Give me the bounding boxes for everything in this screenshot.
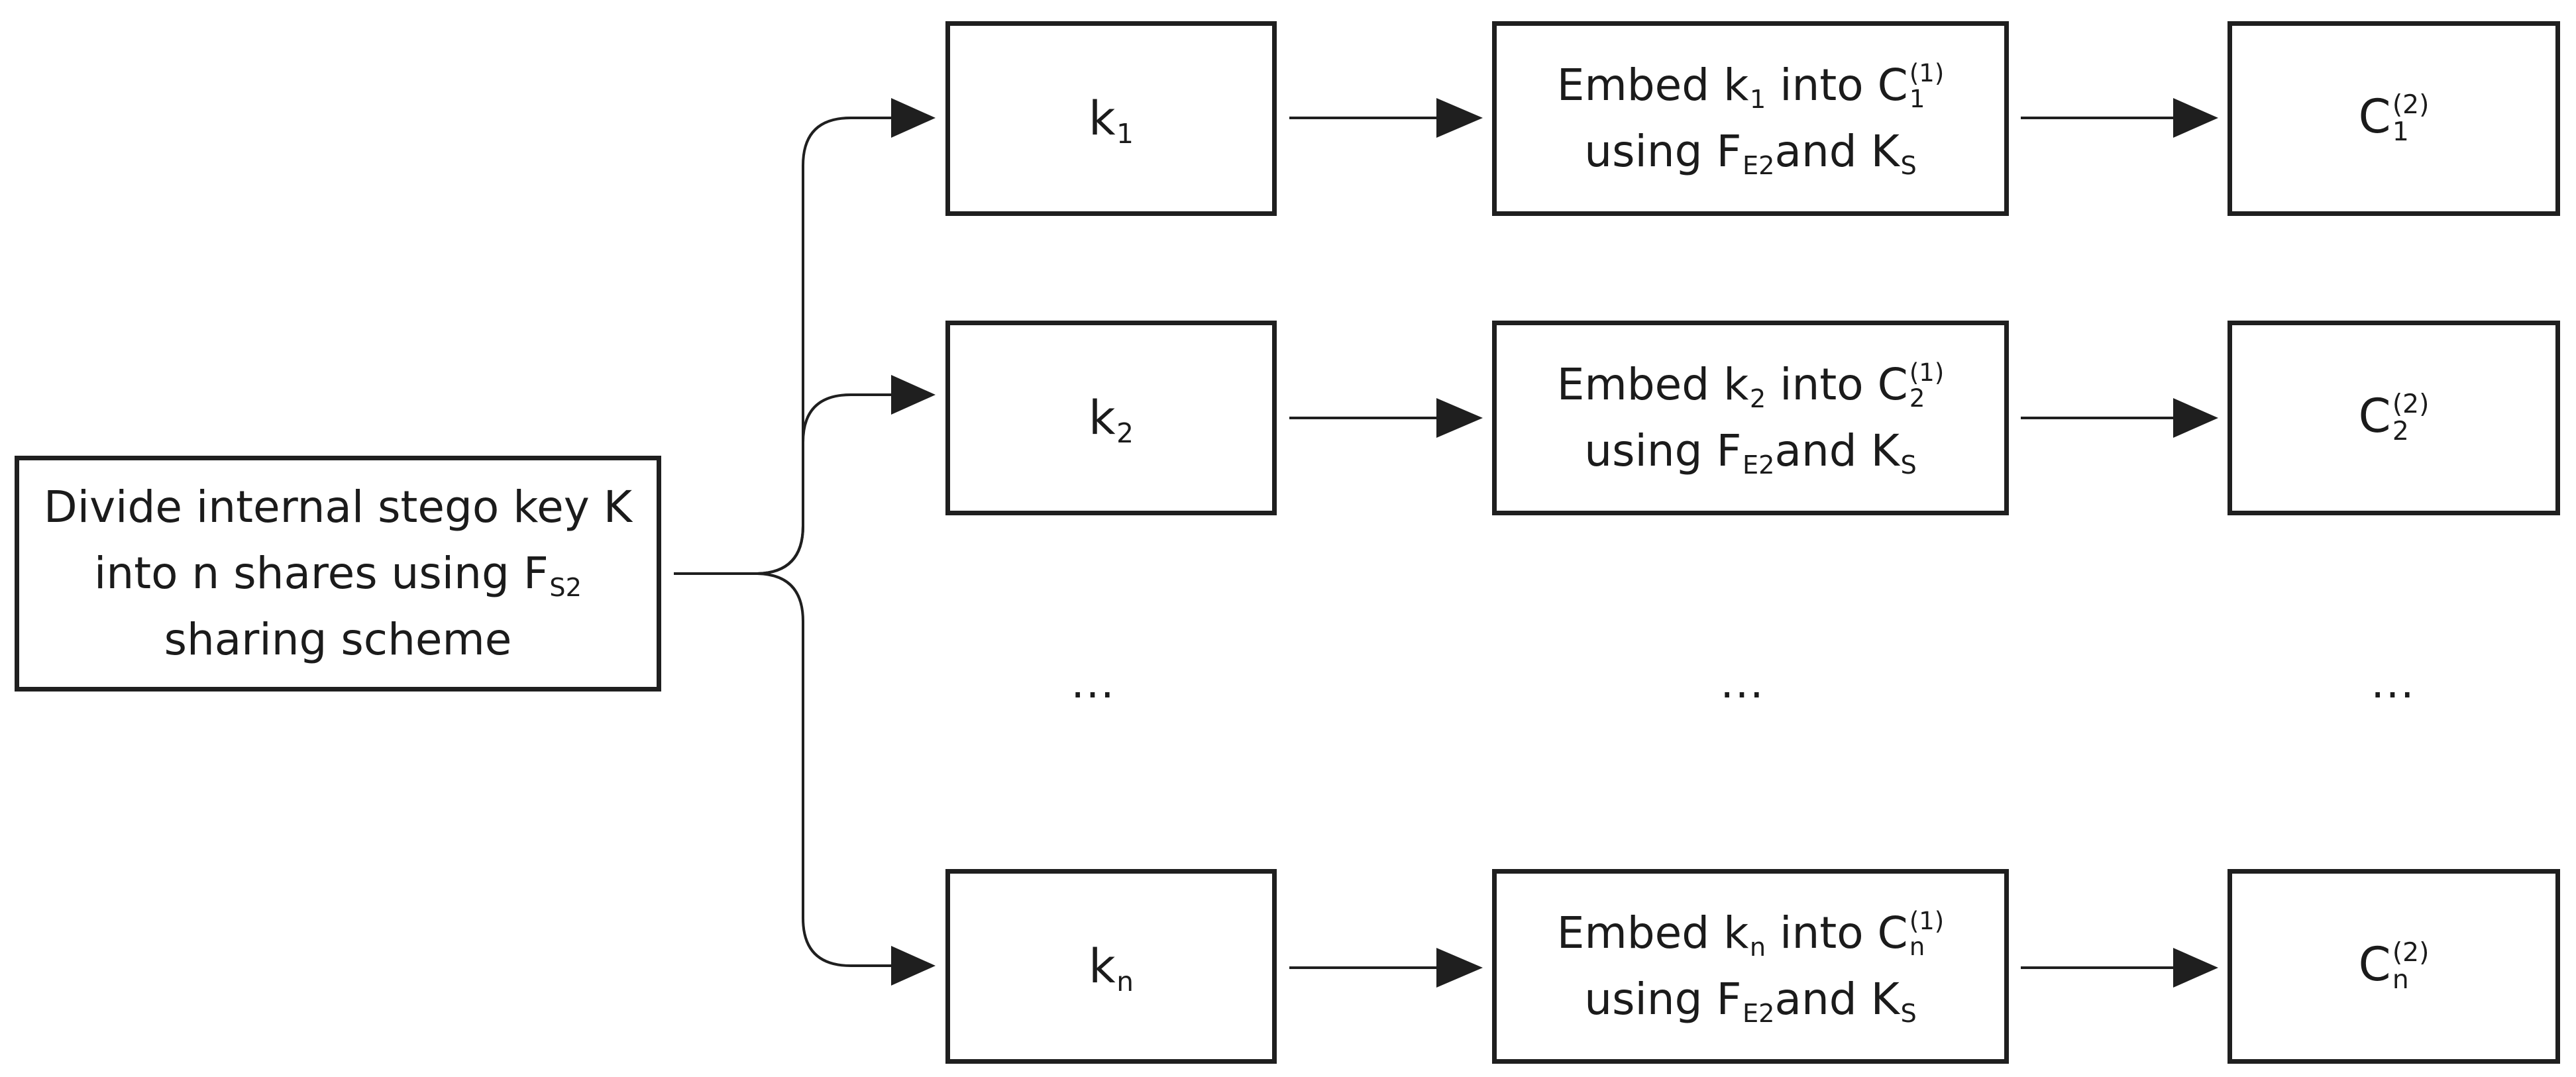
share-kn-base: k	[1089, 939, 1116, 994]
arrowhead-to-embedn	[1436, 948, 1483, 988]
embed-n-line-2: using FE2and KS	[1557, 966, 1944, 1033]
embed-1-prefix: Embed k	[1556, 60, 1749, 111]
output-n-scripts: (2)n	[2392, 939, 2430, 994]
embed-1-mid: into C	[1766, 60, 1908, 111]
embed-n-c-superscript: (1)	[1909, 907, 1945, 936]
embed-2-f-subscript: E2	[1742, 450, 1775, 481]
branch-connector-n	[755, 572, 894, 967]
arrowhead-to-outn	[2173, 948, 2218, 988]
embed-box-1: Embed k1 into C(1)1 using FE2and KS	[1492, 21, 2009, 216]
embed-1-ks-subscript: S	[1900, 151, 1917, 181]
embed-text-1: Embed k1 into C(1)1 using FE2and KS	[1557, 52, 1945, 185]
embed-2-c-superscript: (1)	[1909, 358, 1945, 387]
embed-n-line-1: Embed kn into C(1)n	[1557, 900, 1944, 966]
divide-key-line-2-prefix: into n shares using F	[94, 548, 549, 599]
embed-1-k-subscript: 1	[1749, 85, 1766, 115]
output-2-scripts: (2)2	[2392, 391, 2430, 445]
embed-1-c-superscript: (1)	[1909, 59, 1945, 88]
arrowhead-to-embed2	[1436, 398, 1483, 438]
share-kn-subscript: n	[1116, 965, 1134, 998]
embed-n-c-subscript: n	[1909, 933, 1925, 962]
embed-n-using-mid: and K	[1774, 974, 1900, 1025]
branch-connector-2	[755, 393, 894, 575]
output-n-base: C	[2358, 937, 2391, 992]
share-k1-base: k	[1089, 91, 1116, 146]
embed-n-using-prefix: using F	[1584, 974, 1742, 1025]
output-1-superscript: (2)	[2392, 90, 2430, 121]
ellipsis-shares: ...	[1071, 659, 1116, 708]
arrowhead-to-embed1	[1436, 98, 1483, 138]
embed-n-mid: into C	[1766, 907, 1908, 958]
embed-box-n: Embed kn into C(1)n using FE2and KS	[1492, 869, 2009, 1064]
embed-2-using-mid: and K	[1774, 425, 1900, 476]
divide-key-line-1: Divide internal stego key K	[43, 482, 633, 533]
embed-1-c-scripts: (1)1	[1909, 59, 1945, 114]
embed-1-using-mid: and K	[1774, 126, 1900, 177]
output-1-base: C	[2358, 89, 2391, 144]
embed-n-f-subscript: E2	[1742, 999, 1775, 1029]
output-label-n: C(2)n	[2359, 937, 2430, 995]
embed-2-c-subscript: 2	[1909, 384, 1925, 413]
embed-1-c-subscript: 1	[1909, 85, 1925, 114]
share-label-k1: k1	[1089, 91, 1134, 147]
share-k2-base: k	[1089, 391, 1116, 445]
divide-key-text: Divide internal stego key K into n share…	[44, 474, 632, 673]
share-k1-subscript: 1	[1116, 117, 1134, 150]
output-2-base: C	[2358, 389, 2391, 444]
divide-key-box: Divide internal stego key K into n share…	[15, 456, 661, 692]
fs2-subscript: S2	[549, 573, 582, 603]
embed-1-using-prefix: using F	[1584, 126, 1742, 177]
embed-n-k-subscript: n	[1749, 933, 1766, 963]
share-box-k1: k1	[945, 21, 1277, 216]
embed-2-k-subscript: 2	[1749, 384, 1766, 415]
divide-key-line-2: into n shares using FS2	[44, 540, 632, 607]
embed-box-2: Embed k2 into C(1)2 using FE2and KS	[1492, 321, 2009, 515]
arrowhead-to-out2	[2173, 398, 2218, 438]
embed-1-f-subscript: E2	[1742, 151, 1775, 181]
arrowhead-to-sharen	[891, 946, 936, 986]
output-box-n: C(2)n	[2227, 869, 2560, 1064]
embed-2-prefix: Embed k	[1556, 359, 1749, 410]
embed-2-using-prefix: using F	[1584, 425, 1742, 476]
ellipsis-outputs: ...	[2371, 659, 2416, 708]
output-box-2: C(2)2	[2227, 321, 2560, 515]
embed-n-ks-subscript: S	[1900, 999, 1917, 1029]
ellipsis-embeds: ...	[1720, 659, 1765, 708]
share-k2-subscript: 2	[1116, 417, 1134, 449]
output-1-subscript: 1	[2392, 117, 2409, 148]
embed-n-prefix: Embed k	[1556, 907, 1749, 958]
output-1-scripts: (2)1	[2392, 91, 2430, 146]
arrowhead-to-share1	[891, 98, 936, 138]
embed-2-mid: into C	[1766, 359, 1908, 410]
output-2-superscript: (2)	[2392, 389, 2430, 420]
output-box-1: C(2)1	[2227, 21, 2560, 216]
embed-2-ks-subscript: S	[1900, 450, 1917, 481]
share-box-k2: k2	[945, 321, 1277, 515]
embed-text-2: Embed k2 into C(1)2 using FE2and KS	[1557, 352, 1945, 484]
output-2-subscript: 2	[2392, 417, 2409, 447]
output-n-superscript: (2)	[2392, 938, 2430, 968]
share-box-kn: kn	[945, 869, 1277, 1064]
output-n-subscript: n	[2392, 965, 2409, 996]
embed-2-c-scripts: (1)2	[1909, 360, 1944, 412]
embed-2-line-2: using FE2and KS	[1557, 418, 1945, 484]
share-label-k2: k2	[1089, 391, 1134, 446]
embed-n-c-scripts: (1)n	[1909, 907, 1945, 962]
output-label-2: C(2)2	[2359, 389, 2430, 446]
embed-1-line-2: using FE2and KS	[1557, 119, 1945, 185]
arrowhead-to-out1	[2173, 98, 2218, 138]
embed-text-n: Embed kn into C(1)n using FE2and KS	[1557, 900, 1944, 1033]
embed-2-line-1: Embed k2 into C(1)2	[1557, 352, 1945, 418]
branch-connector-1	[674, 117, 894, 575]
divide-key-line-3: sharing scheme	[164, 614, 512, 665]
embed-1-line-1: Embed k1 into C(1)1	[1557, 52, 1945, 119]
share-label-kn: kn	[1089, 939, 1134, 995]
arrowhead-to-share2	[891, 375, 936, 415]
output-label-1: C(2)1	[2359, 89, 2430, 147]
